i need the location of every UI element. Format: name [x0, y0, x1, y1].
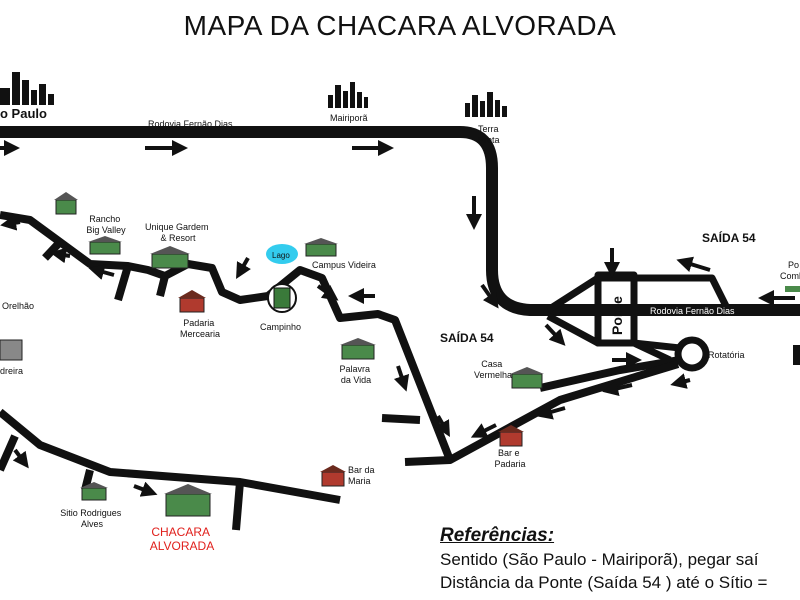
building-icon-rancho [88, 236, 122, 255]
place-label-chacara: CHACARA ALVORADA [150, 525, 214, 553]
map-title: MAPA DA CHACARA ALVORADA [183, 10, 617, 41]
skyline-icon-terra-preta [465, 92, 507, 117]
building-icon-padaria-mercearia [178, 290, 206, 313]
field-icon-campinho [267, 283, 297, 313]
building-icon-bar-maria [320, 465, 346, 487]
building-icon-unique [150, 246, 190, 269]
skyline-icon-mairipora [328, 82, 368, 108]
place-label-unique: Unique Gardem & Resort [145, 222, 211, 243]
highway-fernao-dias [0, 126, 800, 316]
place-label-campus: Campus Videira [312, 260, 376, 270]
building-icon-campus [304, 238, 338, 257]
place-label-orelhao: Orelhão [2, 301, 34, 311]
references-box: Referências: Sentido (São Paulo - Mairip… [440, 525, 800, 593]
road-label-fernao-dias-top: Rodovia Fernão Dias [148, 119, 233, 129]
place-label-padaria: Padaria Mercearia [180, 318, 220, 339]
exit-54-label-right: SAÍDA 54 [702, 230, 756, 245]
building-icon-padreira [0, 339, 23, 361]
rotatoria-label: Rotatória [708, 350, 745, 360]
direction-arrows [0, 140, 795, 497]
references-line-2: Distância da Ponte (Saída 54 ) até o Sít… [440, 573, 768, 592]
place-label-rancho: Rancho Big Valley [86, 214, 126, 235]
roundabout [674, 336, 710, 372]
building-icon-casa-vermelha [510, 367, 544, 389]
skyline-icon-sao-paulo [0, 72, 54, 105]
place-label-lago: Lago [272, 251, 290, 260]
ponte-label: Ponte [609, 296, 625, 335]
place-label-campinho: Campinho [260, 322, 301, 332]
building-icon-top-left [54, 192, 78, 215]
city-label-sao-paulo: o Paulo [0, 106, 47, 121]
gas-station-icon [785, 286, 800, 292]
references-title: Referências: [440, 525, 555, 546]
place-label-bar-maria: Bar da Maria [348, 465, 377, 486]
building-icon-bar-padaria [498, 425, 524, 447]
place-label-padreira: dreira [0, 366, 23, 376]
lake-lago [266, 244, 298, 264]
city-label-terra-preta: Terra Preta [478, 124, 501, 145]
place-label-casa-vermelha: Casa Vermelha [474, 359, 512, 380]
place-label-sitio: Sitio Rodrigues Alves [60, 508, 124, 529]
building-icon-sitio [80, 482, 108, 501]
skyline-icon-right [793, 345, 800, 365]
place-label-bar-padaria: Bar e Padaria [494, 448, 525, 469]
road-label-fernao-dias-right: Rodovia Fernão Dias [650, 306, 735, 316]
city-label-mairipora: Mairiporã [330, 113, 368, 123]
place-label-posto: Po Comb [780, 260, 800, 281]
references-line-1: Sentido (São Paulo - Mairiporã), pegar s… [440, 550, 759, 569]
building-icon-palavra [340, 338, 376, 360]
exit-54-interchange [546, 271, 732, 364]
place-label-palavra: Palavra da Vida [339, 364, 372, 385]
exit-54-label-left: SAÍDA 54 [440, 330, 494, 345]
building-icon-chacara [164, 484, 212, 517]
